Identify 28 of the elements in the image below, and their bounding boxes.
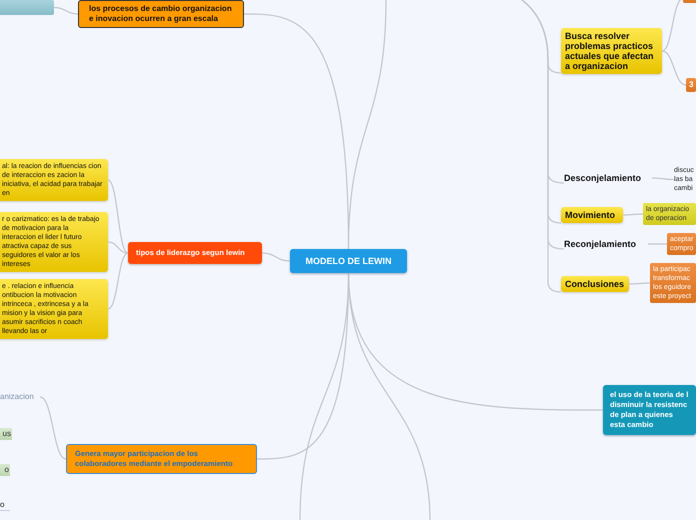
connector-line <box>652 177 674 180</box>
topic-box: o <box>0 464 10 476</box>
connector-line <box>108 241 128 254</box>
connector-line <box>629 282 650 285</box>
topic-box: Conclusiones <box>561 276 629 292</box>
topic-label: o <box>0 500 10 511</box>
topic-box: los procesos de cambio organizacion e inovacion ocurren a gran escala <box>78 0 244 28</box>
connector-line <box>54 6 78 15</box>
connector-line <box>40 396 66 460</box>
topic-box: Busca resolver problemas practicos actuales que afectan a organizacion <box>561 28 662 74</box>
connector-line <box>662 0 684 52</box>
topic-label: Reconjelamiento <box>564 239 648 249</box>
connector-line <box>108 180 128 254</box>
connector-line <box>348 0 387 250</box>
topic-box: MODELO DE LEWIN <box>290 249 407 273</box>
topic-box: us <box>0 428 12 440</box>
topic-box <box>0 0 54 15</box>
connector-line <box>662 50 686 86</box>
topic-label: Desconjelamiento <box>564 173 652 183</box>
connector-line <box>262 252 290 262</box>
topic-label: anizacion <box>0 392 40 402</box>
connector-line <box>348 272 431 520</box>
topic-box: 3 <box>686 78 696 92</box>
topic-box: Movimiento <box>561 207 623 223</box>
connector-line <box>648 243 667 245</box>
connector-line <box>522 0 562 293</box>
connector-line <box>623 213 643 216</box>
connector-line <box>108 252 128 310</box>
